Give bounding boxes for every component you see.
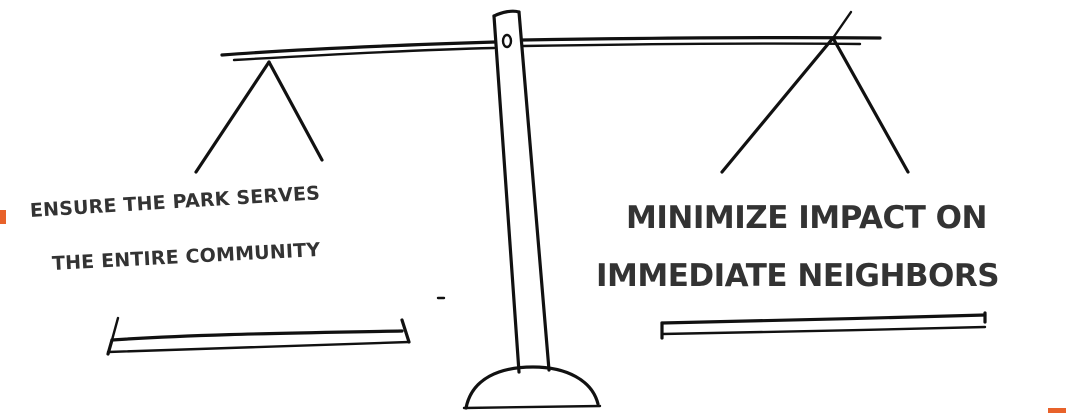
left-pan-hook-left: [112, 318, 118, 340]
beam-right-underline: [523, 44, 860, 46]
right-pan-bottom: [662, 327, 985, 334]
right-pan-top: [662, 315, 985, 323]
right-pan-label-line-2: IMMEDIATE NEIGHBORS: [596, 258, 999, 294]
beam-left-underline: [234, 48, 494, 60]
left-hanger-right: [269, 62, 322, 160]
left-pan-bottom: [108, 342, 409, 352]
left-pan-top: [112, 331, 402, 340]
post-left-edge: [494, 16, 519, 372]
scale-base: [466, 367, 598, 408]
left-hanger-left: [196, 62, 269, 172]
right-hanger-left: [722, 38, 833, 172]
accent-marker-left: [0, 210, 6, 224]
post-top: [494, 11, 519, 16]
scale-base-bottom: [464, 406, 600, 408]
right-pan-label-line-1: MINIMIZE IMPACT ON: [626, 200, 987, 236]
beam-right: [523, 38, 880, 40]
right-hanger-right: [833, 38, 908, 172]
accent-marker-bottom: [1048, 408, 1066, 413]
pivot-pin: [503, 35, 511, 47]
post-right-edge: [519, 12, 549, 370]
right-hanger-tip: [833, 12, 851, 38]
